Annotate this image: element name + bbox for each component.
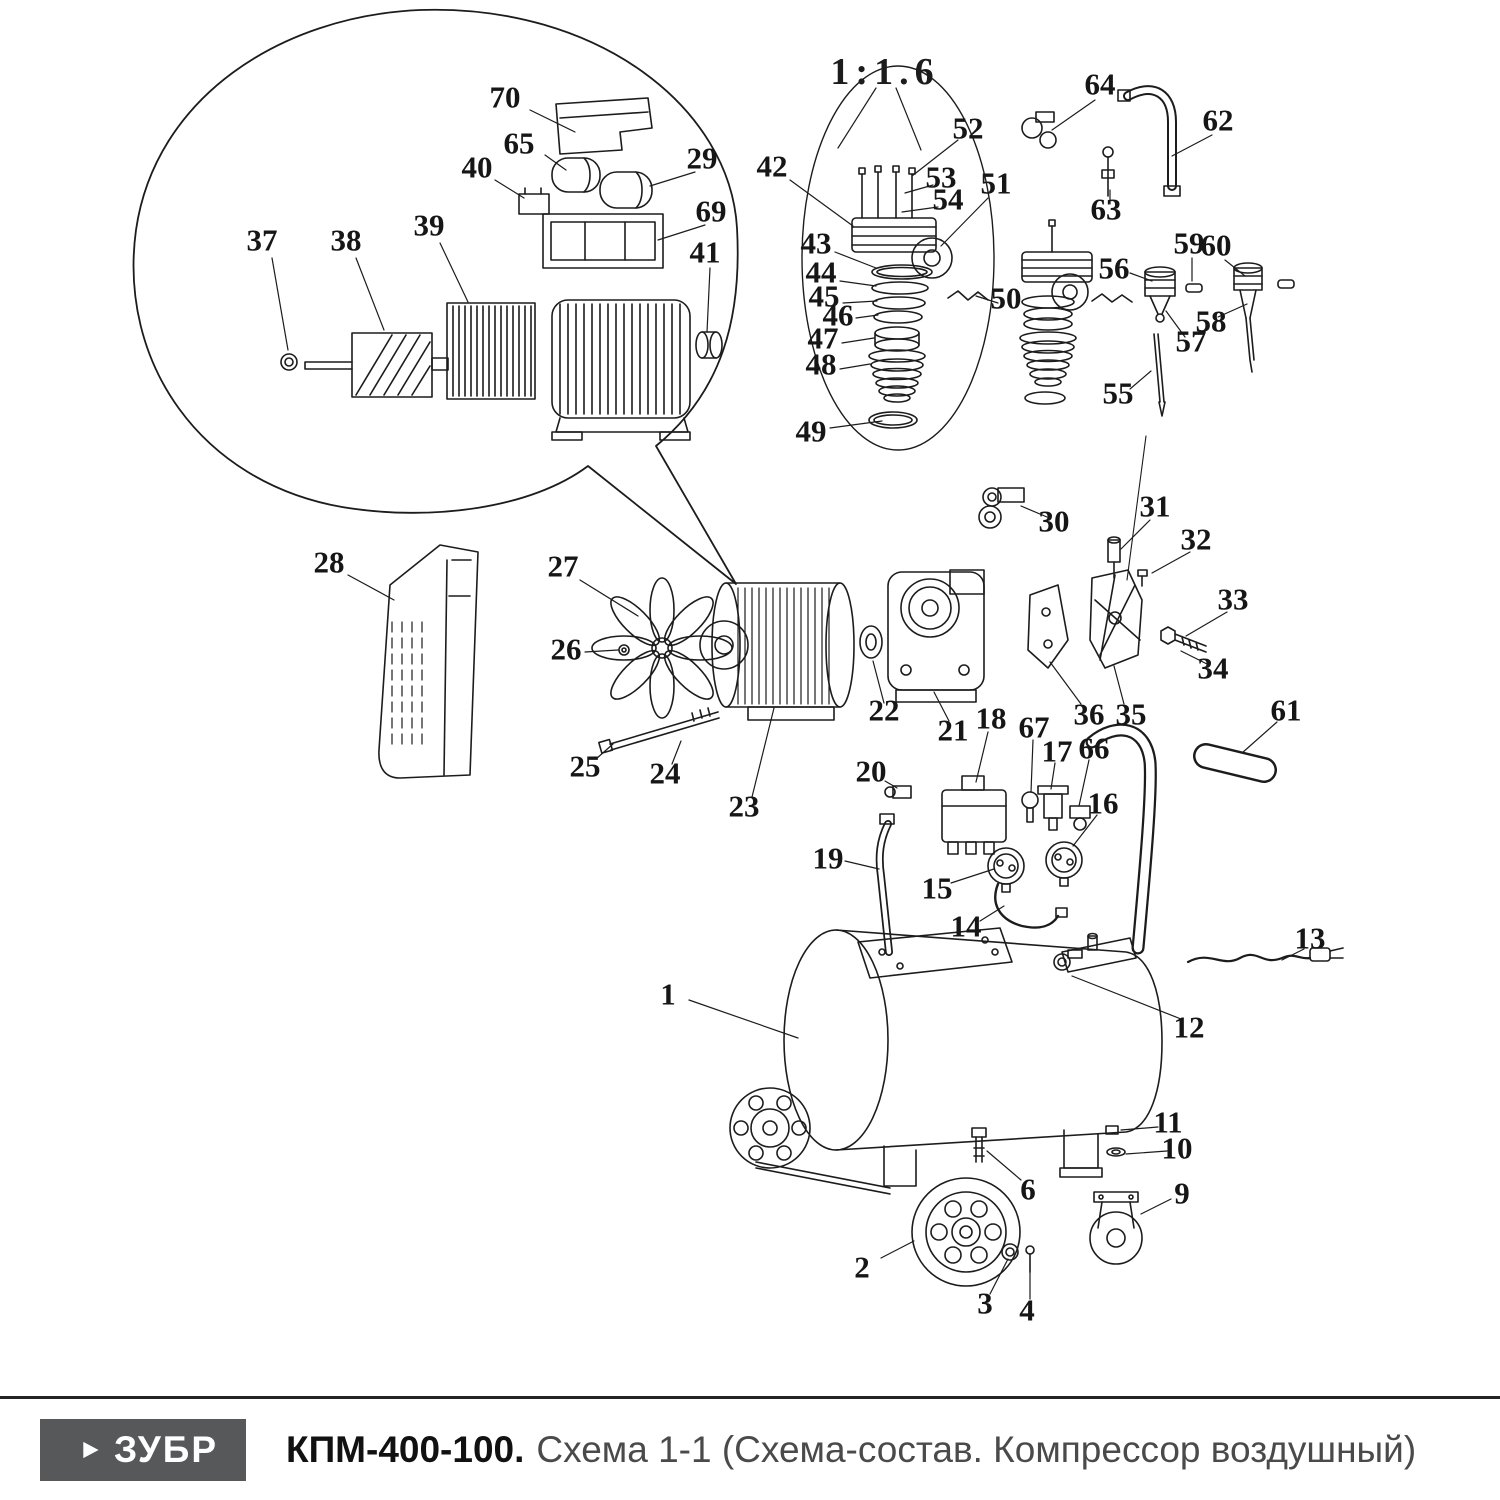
callout-balloon (132, 8, 739, 585)
brand-name: ЗУБР (113, 1429, 219, 1470)
part-label-4: 4 (1019, 1292, 1035, 1328)
part-label-36: 36 (1073, 696, 1105, 732)
wheels-group (911, 1125, 1143, 1287)
fittings-group (1021, 85, 1181, 197)
part-label-10: 10 (1161, 1130, 1193, 1166)
part-label-30: 30 (1038, 503, 1070, 539)
part-label-39: 39 (413, 207, 445, 243)
rear-small-parts-group (978, 487, 1207, 669)
part-label-61: 61 (1270, 692, 1302, 728)
part-label-57: 57 (1175, 323, 1207, 359)
part-label-67: 67 (1018, 709, 1050, 745)
part-label-29: 29 (686, 140, 718, 176)
part-label-34: 34 (1197, 650, 1229, 686)
zubr-arrow-icon (71, 1441, 99, 1459)
part-label-31: 31 (1139, 488, 1171, 524)
part-label-13: 13 (1294, 920, 1326, 956)
part-label-69: 69 (695, 193, 727, 229)
scale-label: 1:1.6 (830, 51, 940, 93)
part-label-54: 54 (932, 181, 964, 217)
part-label-24: 24 (649, 755, 681, 791)
part-label-1: 1 (660, 976, 676, 1012)
part-label-14: 14 (950, 908, 982, 944)
part-label-38: 38 (330, 222, 362, 258)
motor-pump-group (699, 569, 985, 721)
part-label-48: 48 (805, 346, 837, 382)
pump-assembled-group (947, 219, 1133, 405)
part-label-26: 26 (550, 631, 582, 667)
part-label-3: 3 (977, 1285, 993, 1321)
part-label-47: 47 (807, 320, 839, 356)
part-label-59: 59 (1173, 225, 1205, 261)
part-label-11: 11 (1153, 1104, 1183, 1140)
part-label-60: 60 (1200, 227, 1232, 263)
part-label-49: 49 (795, 413, 827, 449)
part-label-51: 51 (980, 165, 1012, 201)
leader-lines (271, 99, 1305, 1300)
part-label-65: 65 (503, 125, 535, 161)
part-label-16: 16 (1087, 785, 1119, 821)
part-label-42: 42 (756, 148, 788, 184)
part-label-21: 21 (937, 712, 969, 748)
tank-group (729, 927, 1163, 1195)
part-label-44: 44 (805, 254, 837, 290)
part-label-17: 17 (1041, 733, 1073, 769)
part-label-25: 25 (569, 748, 601, 784)
part-label-64: 64 (1084, 66, 1116, 102)
handle-group (1061, 723, 1277, 973)
part-label-15: 15 (921, 870, 953, 906)
part-label-19: 19 (812, 840, 844, 876)
valve-parts-group (1126, 262, 1295, 581)
diagram-subtitle: Схема 1-1 (Схема-состав. Компрессор возд… (536, 1429, 1417, 1470)
part-label-2: 2 (854, 1249, 870, 1285)
part-label-22: 22 (868, 692, 900, 728)
part-label-32: 32 (1180, 521, 1212, 557)
part-label-52: 52 (952, 110, 984, 146)
part-label-12: 12 (1173, 1009, 1205, 1045)
part-label-37: 37 (246, 222, 278, 258)
part-label-56: 56 (1098, 250, 1130, 286)
part-label-58: 58 (1195, 303, 1227, 339)
part-label-70: 70 (489, 79, 521, 115)
part-label-9: 9 (1174, 1175, 1190, 1211)
pump-exploded-group (801, 65, 995, 451)
model-number: КПМ-400-100. (286, 1429, 525, 1470)
part-label-40: 40 (461, 149, 493, 185)
part-label-41: 41 (689, 234, 721, 270)
part-label-46: 46 (822, 297, 854, 333)
footer: ЗУБР КПМ-400-100. Схема 1-1 (Схема-состав… (0, 1396, 1500, 1500)
part-label-23: 23 (728, 788, 760, 824)
part-label-53: 53 (925, 159, 957, 195)
part-label-45: 45 (808, 278, 840, 314)
fan-group (591, 577, 733, 754)
part-label-63: 63 (1090, 191, 1122, 227)
part-label-20: 20 (855, 753, 887, 789)
part-label-43: 43 (800, 225, 832, 261)
part-label-18: 18 (975, 700, 1007, 736)
controls-group (875, 775, 1091, 956)
part-label-28: 28 (313, 544, 345, 580)
shroud-28 (378, 544, 479, 779)
part-label-66: 66 (1078, 730, 1110, 766)
diagram-title: КПМ-400-100. Схема 1-1 (Схема-состав. Ком… (286, 1429, 1416, 1471)
motor-exploded-group (280, 97, 723, 441)
power-cord-13 (1186, 947, 1344, 964)
part-label-50: 50 (990, 280, 1022, 316)
part-label-62: 62 (1202, 102, 1234, 138)
scale-pointer-lines (837, 87, 922, 151)
part-label-6: 6 (1020, 1171, 1036, 1207)
zubr-logo: ЗУБР (40, 1419, 246, 1481)
part-label-33: 33 (1217, 581, 1249, 617)
part-label-55: 55 (1102, 375, 1134, 411)
part-label-27: 27 (547, 548, 579, 584)
part-label-35: 35 (1115, 696, 1147, 732)
